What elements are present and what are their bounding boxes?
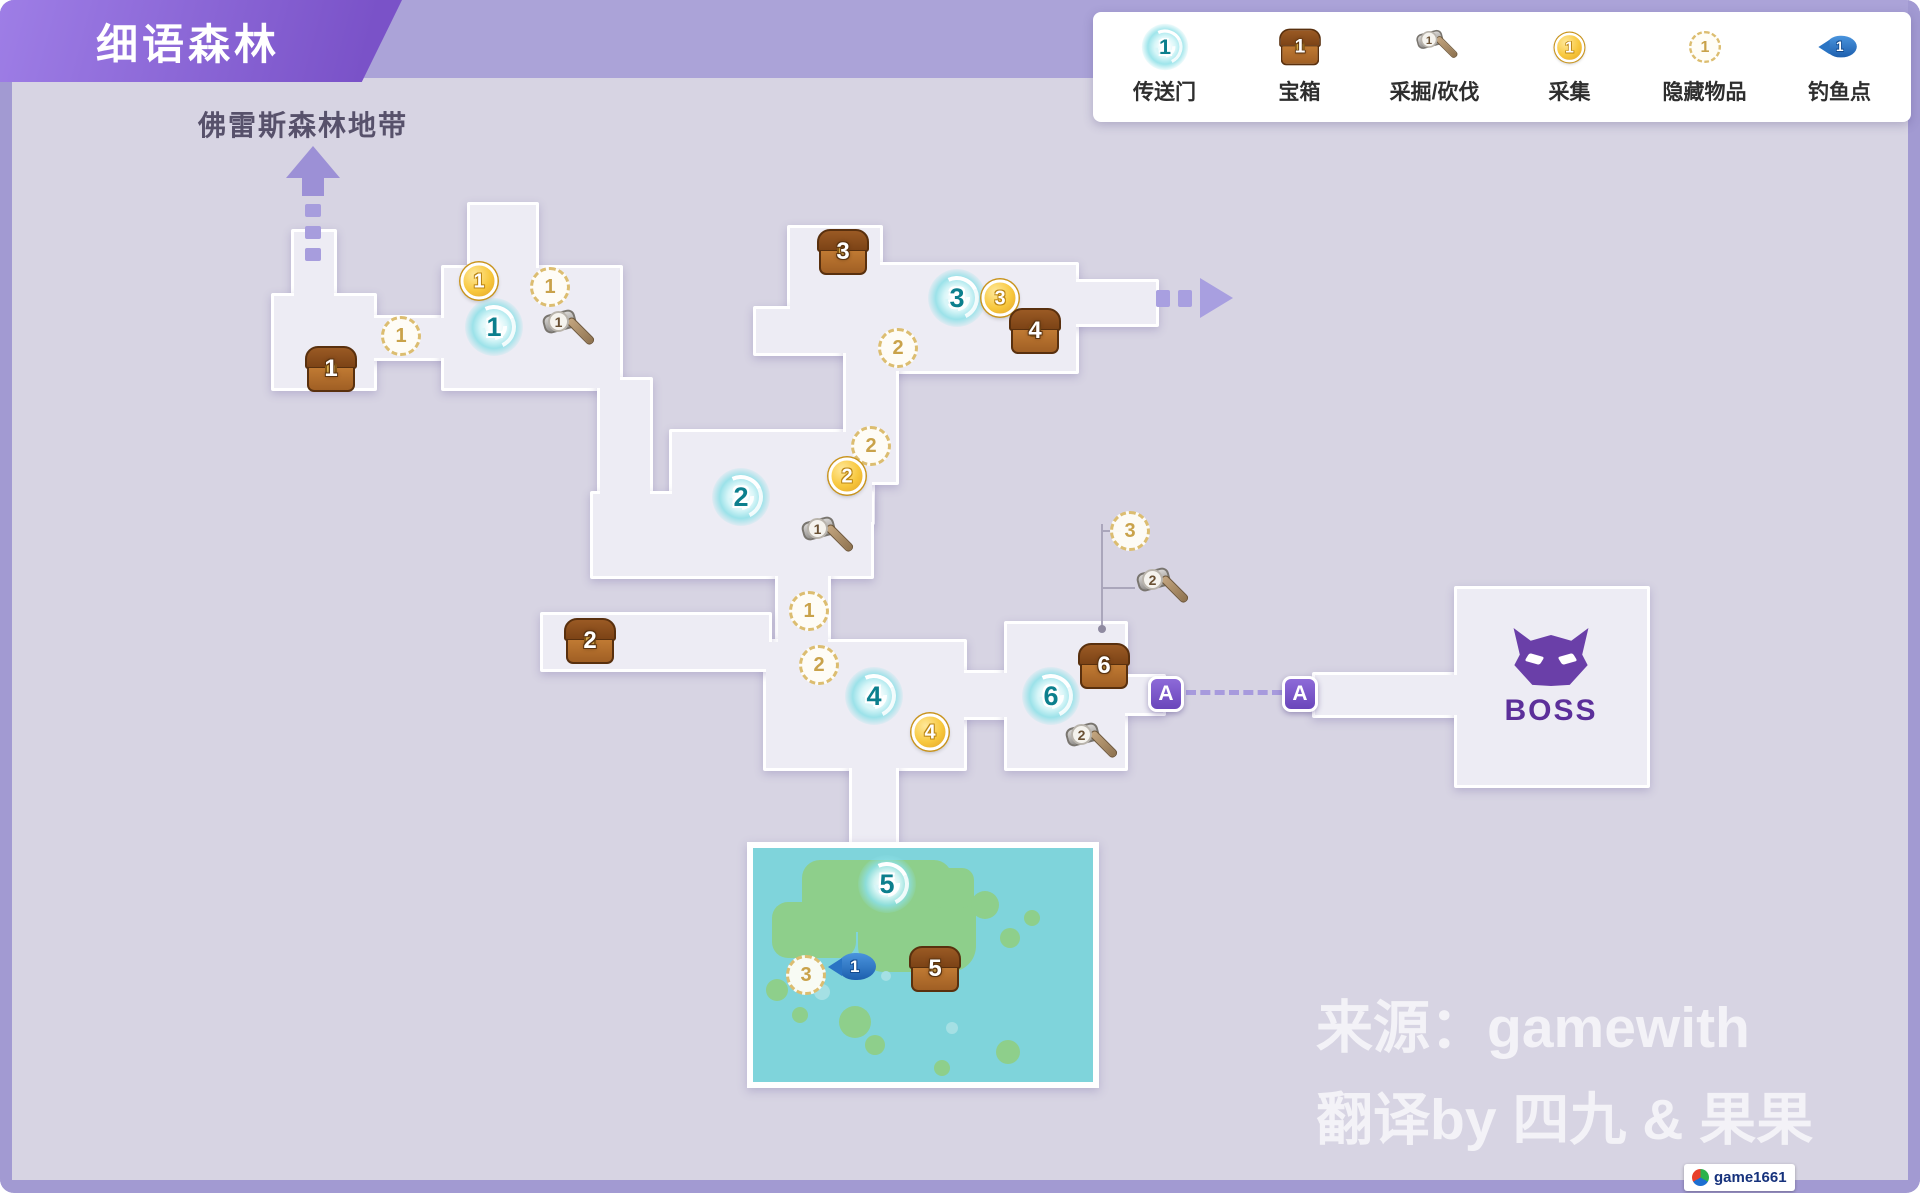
mine-marker-1: 1: [540, 306, 596, 356]
hidden-marker-1: 1: [789, 591, 829, 631]
watermark-line-1: 来源：gamewith: [1316, 996, 1750, 1060]
chest-marker-3: 3: [816, 229, 870, 275]
coin-icon: 1: [1551, 18, 1588, 76]
connector-a-dashed-line: [1186, 690, 1282, 695]
hidden-marker-1: 1: [381, 316, 421, 356]
chest-icon: 1: [1273, 18, 1327, 76]
lake-bubble: [946, 1022, 958, 1034]
hidden-item-icon: 1: [1685, 18, 1725, 76]
portal-marker-2: 2: [712, 468, 770, 526]
lake-islet: [792, 1007, 808, 1023]
site-logo-icon: [1692, 1169, 1709, 1186]
map-path: [294, 232, 334, 302]
fish-marker-1: 1: [828, 950, 882, 984]
gather-marker-4: 4: [911, 713, 949, 751]
legend-item-hidden: 1 隐藏物品: [1637, 18, 1772, 116]
boss-eye: [1557, 653, 1578, 665]
site-logo-badge: game1661: [1684, 1164, 1795, 1191]
connector-a-badge: A: [1148, 676, 1184, 712]
mine-marker-1: 1: [799, 513, 855, 563]
lake-islet: [865, 1035, 885, 1055]
portal-marker-5: 5: [858, 855, 916, 913]
lake-islet: [766, 979, 788, 1001]
connector-line: [1101, 524, 1103, 630]
gather-marker-2: 2: [828, 457, 866, 495]
lake-islet: [1000, 928, 1020, 948]
chest-marker-4: 4: [1008, 308, 1062, 354]
exit-area-label: 佛雷斯森林地带: [198, 110, 409, 141]
lake-islet: [934, 1060, 950, 1076]
portal-marker-1: 1: [465, 298, 523, 356]
hidden-marker-3: 3: [786, 955, 826, 995]
hidden-marker-2: 2: [878, 328, 918, 368]
portal-icon: 1: [1136, 18, 1194, 76]
chest-marker-6: 6: [1077, 643, 1131, 689]
connector-dot: [1098, 625, 1106, 633]
legend-item-chest: 1 宝箱: [1232, 18, 1367, 116]
legend-label: 传送门: [1133, 81, 1196, 104]
legend-label: 采集: [1548, 81, 1591, 104]
chest-marker-1: 1: [304, 346, 358, 392]
lake-islet: [971, 891, 999, 919]
portal-marker-6: 6: [1022, 667, 1080, 725]
portal-marker-3: 3: [928, 269, 986, 327]
fish-icon: 1: [1813, 18, 1867, 76]
legend-label: 隐藏物品: [1662, 81, 1747, 104]
map-path: [1076, 282, 1156, 324]
map-path: [960, 673, 1012, 717]
boss-label: BOSS: [1504, 694, 1598, 727]
connector-a-badge: A: [1282, 676, 1318, 712]
legend-item-fish: 1 钓鱼点: [1772, 18, 1907, 116]
exit-arrow-dash: [305, 248, 321, 261]
watermark: 来源：gamewith 翻译by 四九 & 果果: [1316, 982, 1813, 1166]
legend-label: 宝箱: [1278, 81, 1321, 104]
mine-marker-2: 2: [1063, 719, 1119, 769]
lake-bubble: [881, 971, 891, 981]
gather-marker-1: 1: [460, 262, 498, 300]
lake-islet: [1024, 910, 1040, 926]
lake-islet: [839, 1006, 871, 1038]
legend-item-mine: 1 采掘/砍伐: [1367, 18, 1502, 116]
frame-bottom: [0, 1180, 1920, 1193]
boss-eye: [1524, 653, 1545, 665]
map-title-banner: 细语森林: [0, 0, 402, 82]
legend-panel: 1 传送门 1 宝箱 1 采掘/砍伐 1 采集 1 隐藏物品: [1093, 12, 1911, 122]
legend-label: 采掘/砍伐: [1389, 81, 1480, 104]
exit-arrow-up-stem: [302, 176, 324, 196]
gather-marker-3: 3: [981, 279, 1019, 317]
page-title: 细语森林: [96, 20, 281, 68]
legend-item-portal: 1 传送门: [1097, 18, 1232, 116]
hidden-marker-2: 2: [851, 426, 891, 466]
map-path: [1315, 675, 1459, 715]
site-logo-text: game1661: [1714, 1169, 1787, 1186]
hidden-marker-2: 2: [799, 645, 839, 685]
hidden-marker-3: 3: [1110, 511, 1150, 551]
exit-arrow-dash: [1178, 290, 1192, 307]
connector-line: [1101, 587, 1135, 589]
map-path: [1457, 589, 1647, 785]
exit-arrow-dash: [305, 226, 321, 239]
map-path: [600, 380, 650, 502]
map-path: [852, 766, 896, 846]
exit-arrow-right-icon: [1200, 278, 1233, 318]
lake-island: [930, 868, 974, 908]
watermark-line-2: 翻译by 四九 & 果果: [1316, 1088, 1814, 1152]
exit-arrow-dash: [305, 204, 321, 217]
lake-islet: [996, 1040, 1020, 1064]
mine-marker-2: 2: [1134, 564, 1190, 614]
hidden-marker-1: 1: [530, 267, 570, 307]
chest-marker-5: 5: [908, 946, 962, 992]
exit-arrow-up-icon: [286, 146, 340, 178]
frame-left: [0, 0, 12, 1193]
portal-marker-4: 4: [845, 667, 903, 725]
hammer-icon: 1: [1409, 18, 1461, 76]
legend-item-gather: 1 采集: [1502, 18, 1637, 116]
frame-right: [1908, 0, 1920, 1193]
boss-icon: [1513, 628, 1589, 686]
chest-marker-2: 2: [563, 618, 617, 664]
lake-island: [772, 902, 856, 958]
legend-label: 钓鱼点: [1808, 81, 1871, 104]
exit-arrow-dash: [1156, 290, 1170, 307]
